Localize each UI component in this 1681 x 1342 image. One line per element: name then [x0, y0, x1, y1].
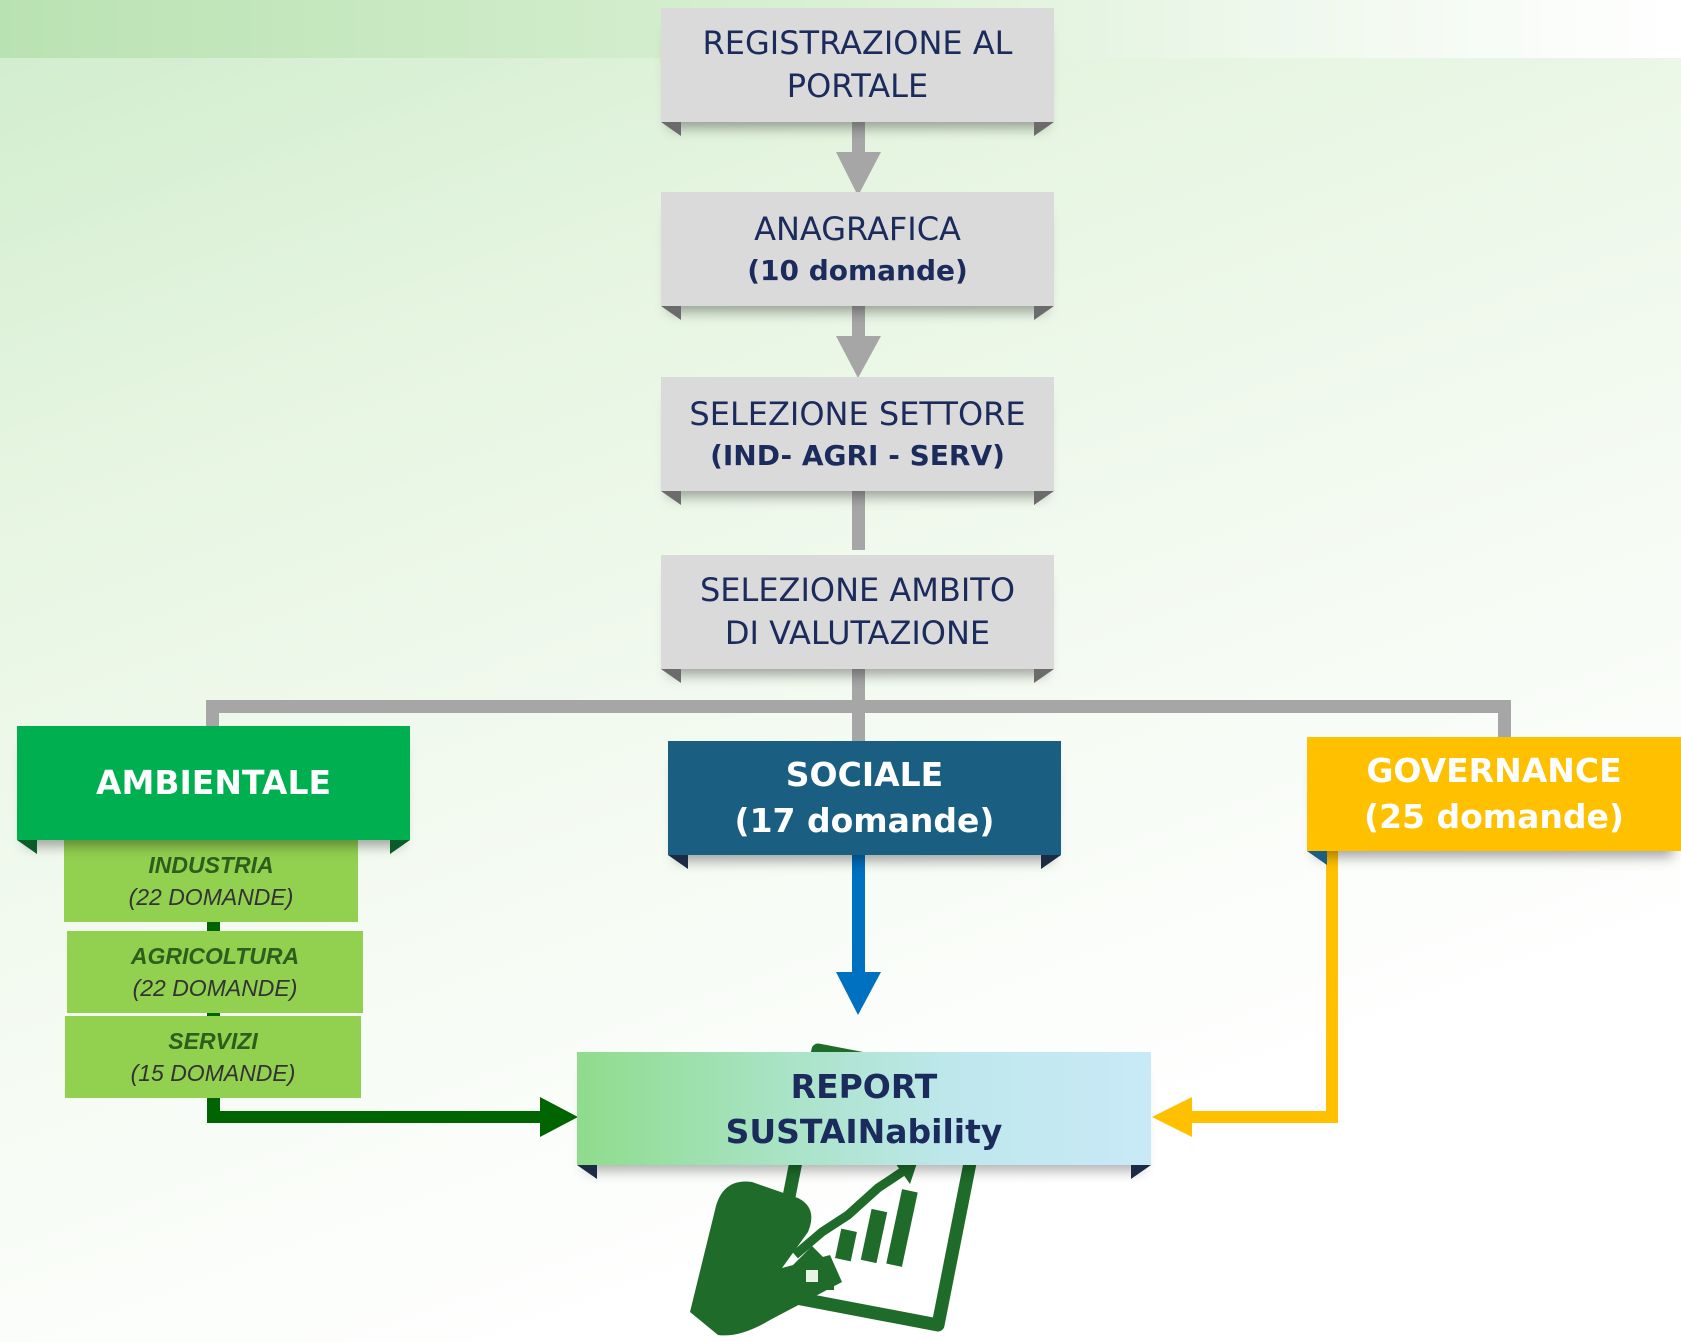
sector-agricoltura: AGRICOLTURA (22 DOMANDE) — [67, 931, 363, 1013]
step-registrazione-line2: PORTALE — [786, 67, 929, 105]
sector-servizi-count: (15 DOMANDE) — [130, 1060, 296, 1086]
step-registrazione: REGISTRAZIONE AL PORTALE — [661, 8, 1054, 136]
step-selezione-ambito: SELEZIONE AMBITO DI VALUTAZIONE — [661, 555, 1054, 683]
step-arrows — [836, 120, 881, 550]
sector-industria: INDUSTRIA (22 DOMANDE) — [64, 840, 358, 922]
branch-connector — [206, 665, 1511, 745]
category-governance-count: (25 domande) — [1363, 797, 1625, 836]
step-registrazione-line1: REGISTRAZIONE AL — [702, 24, 1013, 62]
category-sociale-count: (17 domande) — [734, 801, 995, 840]
category-ambientale: AMBIENTALE — [17, 726, 410, 854]
step-selezione-settore: SELEZIONE SETTORE (IND- AGRI - SERV) — [661, 377, 1054, 505]
category-sociale-label: SOCIALE — [785, 755, 944, 794]
sector-agricoltura-name: AGRICOLTURA — [130, 943, 300, 969]
sector-servizi-name: SERVIZI — [168, 1028, 258, 1054]
category-governance-label: GOVERNANCE — [1366, 751, 1622, 790]
sector-industria-name: INDUSTRIA — [148, 852, 274, 878]
sector-servizi: SERVIZI (15 DOMANDE) — [65, 1016, 361, 1098]
report-line2: SUSTAINability — [725, 1111, 1003, 1151]
step-anagrafica-count: (10 domande) — [747, 253, 968, 287]
step-selezione-settore-title: SELEZIONE SETTORE — [689, 394, 1026, 433]
sector-agricoltura-count: (22 DOMANDE) — [132, 975, 298, 1001]
report-sustainability: REPORT SUSTAINability — [577, 1052, 1151, 1179]
step-selezione-ambito-line1: SELEZIONE AMBITO — [699, 571, 1016, 609]
category-ambientale-label: AMBIENTALE — [95, 763, 332, 802]
sociale-arrow — [836, 850, 881, 1015]
step-selezione-settore-detail: (IND- AGRI - SERV) — [710, 438, 1005, 472]
governance-arrow — [1152, 850, 1338, 1137]
sector-industria-count: (22 DOMANDE) — [128, 884, 294, 910]
category-sociale: SOCIALE (17 domande) — [668, 741, 1061, 869]
category-governance: GOVERNANCE (25 domande) — [1307, 737, 1681, 865]
step-anagrafica: ANAGRAFICA (10 domande) — [661, 192, 1054, 320]
step-anagrafica-title: ANAGRAFICA — [754, 209, 961, 248]
report-line1: REPORT — [790, 1066, 938, 1106]
step-selezione-ambito-line2: DI VALUTAZIONE — [724, 614, 991, 652]
